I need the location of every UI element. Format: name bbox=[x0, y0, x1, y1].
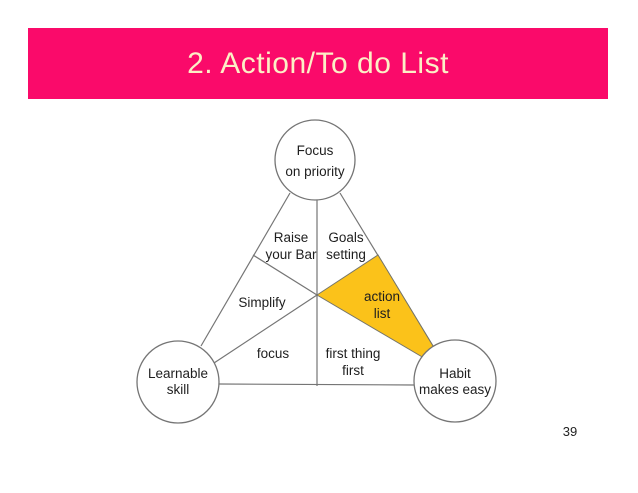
node-top-label-line1: Focus bbox=[297, 143, 334, 158]
segment-goals-setting-line1: Goals bbox=[328, 230, 364, 245]
divider-center-to-left-node bbox=[213, 294, 318, 364]
segment-raise-your-bar-line1: Raise bbox=[274, 230, 309, 245]
segment-goals-setting-line2: setting bbox=[326, 247, 366, 262]
segment-action-list-line1: action bbox=[364, 289, 400, 304]
node-top-label-line2: on priority bbox=[285, 164, 345, 179]
slide-title-bar: 2. Action/To do List bbox=[28, 28, 608, 99]
segment-simplify-label: Simplify bbox=[238, 295, 286, 310]
node-right-label-line2: makes easy bbox=[419, 382, 491, 397]
segment-first-thing-first-line1: first thing bbox=[326, 346, 381, 361]
divider-center-to-left-edge bbox=[252, 254, 318, 296]
node-right-label-line1: Habit bbox=[439, 366, 471, 381]
segment-action-list-line2: list bbox=[374, 306, 391, 321]
segment-raise-your-bar-line2: your Bar bbox=[265, 247, 317, 262]
node-habit-makes-easy bbox=[413, 339, 497, 423]
edge-top-to-left bbox=[200, 192, 291, 347]
node-learnable-skill bbox=[136, 340, 220, 424]
node-left-label-line2: skill bbox=[167, 382, 190, 397]
node-left-label-line1: Learnable bbox=[148, 366, 208, 381]
segment-focus-label: focus bbox=[257, 346, 290, 361]
node-focus-on-priority bbox=[274, 119, 356, 201]
slide-title: 2. Action/To do List bbox=[187, 46, 449, 80]
segment-first-thing-first-line2: first bbox=[342, 363, 364, 378]
page-number: 39 bbox=[562, 424, 578, 439]
